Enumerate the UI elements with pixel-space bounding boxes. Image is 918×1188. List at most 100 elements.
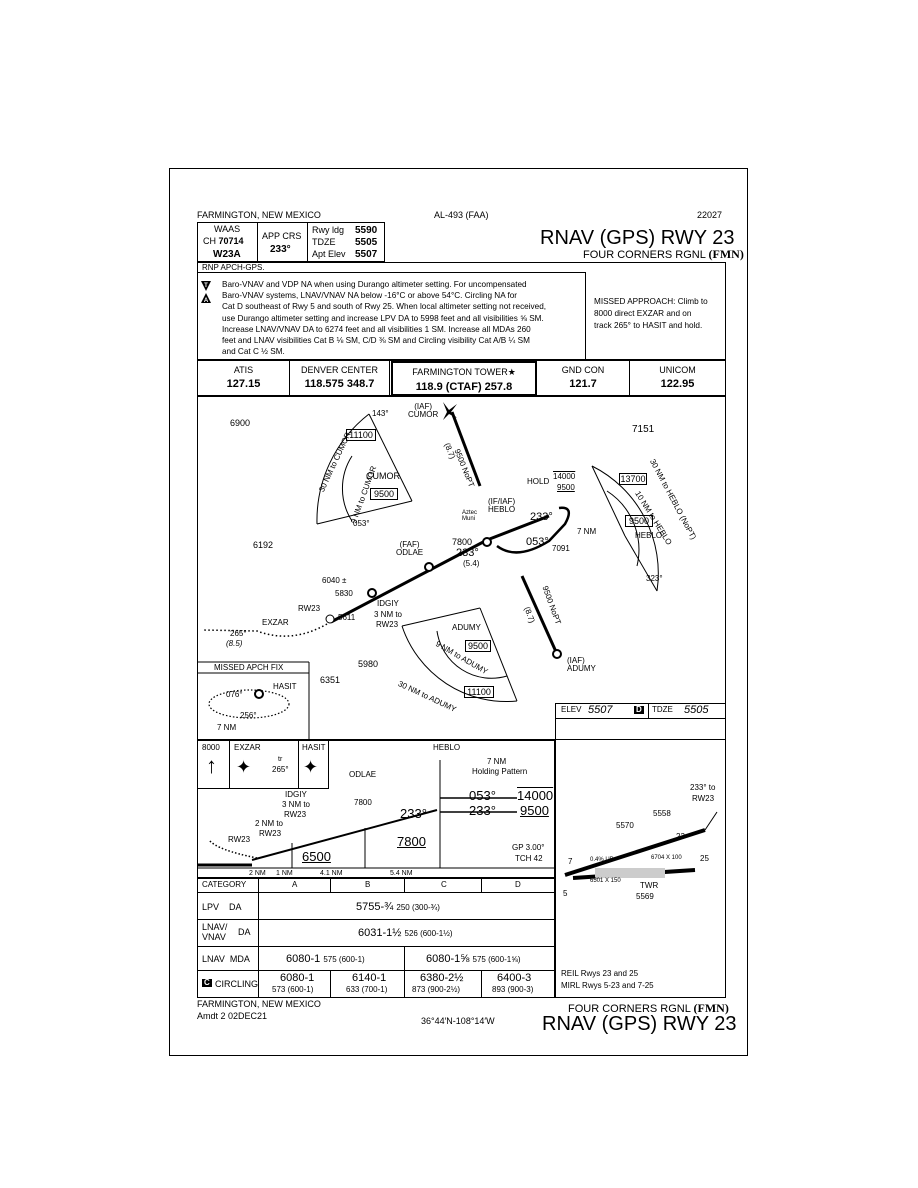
- runway-diagram: [564, 811, 718, 880]
- header-city: FARMINGTON, NEW MEXICO: [197, 210, 321, 220]
- profile-crs-053: 053°: [469, 788, 496, 803]
- profile-hold-1: 7 NM: [487, 757, 507, 766]
- taa-143-label: 143°: [372, 409, 389, 418]
- briefing-strip: [197, 222, 385, 262]
- hold-label: HOLD: [527, 477, 550, 486]
- circ-b-sub: 633 (700-1): [346, 985, 388, 994]
- waas-id: W23A: [213, 249, 241, 260]
- plan-crs-233: 233°: [530, 511, 553, 523]
- ma-line: MISSED APPROACH: Climb to: [594, 297, 708, 306]
- cumor-taa-arc-outer: [316, 413, 370, 525]
- taa-323-label: 323°: [646, 574, 663, 583]
- adumy-area-name: ADUMY: [452, 623, 481, 632]
- lnav-ab-sub: 575 (600-1): [323, 955, 365, 964]
- lnav-vnav-sub: 526 (600-1½): [404, 929, 453, 938]
- adumy-alt-box-2: 11100: [464, 686, 494, 698]
- profile-alt-7800b: 7800: [397, 834, 426, 849]
- odlae-fix-label: (FAF) ODLAE: [396, 540, 424, 557]
- cumor-area-name: CUMOR: [366, 471, 400, 481]
- lnav-ab-value: 6080-1 575 (600-1): [286, 953, 365, 965]
- svg-text:T: T: [204, 283, 208, 289]
- lpv-label: LPV DA: [202, 902, 242, 912]
- circ-c-sub: 873 (900-2½): [412, 985, 461, 994]
- waas-label: WAAS: [214, 224, 241, 234]
- circ-c: 6380-2½: [420, 972, 464, 984]
- waypoint-exzar-icon: [325, 614, 335, 624]
- note-line: use Durango altimeter setting and increa…: [222, 313, 544, 323]
- elev-strip-rule: [555, 718, 726, 719]
- strip-divider: [307, 222, 308, 262]
- rwy-5-label: 5: [563, 889, 568, 898]
- profile-idgiy: IDGIY: [285, 790, 307, 799]
- profile-dist-4: 5.4 NM: [390, 870, 413, 877]
- airport-diagram: [555, 703, 726, 998]
- cumor-taa-arc-inner: [342, 455, 353, 522]
- tdze-label: TDZE: [312, 237, 336, 247]
- missed-fix-title: MISSED APCH FIX: [214, 663, 284, 672]
- c-circle-icon: C: [202, 978, 212, 987]
- circ-d-sub: 893 (900-3): [492, 985, 534, 994]
- note-line: feet and LNAV visibilities Cat B ⅛ SM, C…: [222, 336, 530, 346]
- profile-alt-7800: 7800: [354, 798, 372, 807]
- hasit-label: HASIT: [273, 682, 297, 691]
- apt-elev-label: Apt Elev: [312, 249, 346, 259]
- alt-5830: 5830: [335, 589, 353, 598]
- taa-053-label: 053°: [353, 519, 370, 528]
- note-line: Baro-VNAV systems, LNAV/VNAV NA below -1…: [222, 291, 518, 301]
- lnav-vnav-value: 6031-1½ 526 (600-1½): [358, 927, 453, 939]
- notes-rule: [197, 272, 585, 273]
- waypoint-odlae-icon: [424, 562, 434, 572]
- footer-city: FARMINGTON, NEW MEXICO: [197, 999, 321, 1009]
- rw23-plan: RW23: [298, 604, 321, 613]
- min-col-a: [258, 878, 259, 998]
- obst-5558: 5558: [653, 809, 671, 818]
- apt-elev-value: 5507: [355, 249, 378, 260]
- ma-dist: (8.5): [226, 639, 243, 648]
- alt-7091: 7091: [552, 544, 570, 553]
- alt-6900: 6900: [230, 418, 251, 428]
- profile-dist-3: 4.1 NM: [320, 870, 343, 877]
- lnav-vnav-label-1: LNAV/: [202, 922, 228, 932]
- hold-dist: 7 NM: [577, 527, 597, 536]
- heblo-alt-box-2: 9500: [625, 515, 653, 527]
- footer-airport-id: (FMN): [693, 1001, 729, 1015]
- d-box-icon: D: [634, 705, 644, 714]
- note-line: Increase LNAV/VNAV DA to 6274 feet and a…: [222, 324, 531, 334]
- profile-crs-233: 233°: [469, 803, 496, 818]
- circling-label: CIRCLING: [215, 979, 259, 989]
- note-line: Baro-VNAV and VDP NA when using Durango …: [222, 280, 527, 289]
- circ-a-sub: 573 (600-1): [272, 985, 314, 994]
- lnav-vnav-label-2: VNAV: [202, 932, 226, 942]
- seg-alt: 7800: [452, 537, 473, 547]
- profile-graphics: [197, 760, 555, 869]
- twr-label: TWR: [640, 881, 659, 890]
- profile-crs-233b: 233°: [400, 806, 427, 821]
- icon-265: 265°: [272, 765, 289, 774]
- adumy-taa-arc-inner: [436, 630, 508, 679]
- note-line: Cat D southeast of Rwy 5 and south of Rw…: [222, 302, 547, 312]
- min-col-d: [481, 878, 482, 892]
- min-header-d: D: [515, 880, 521, 889]
- adumy-fix-label: (IAF) ADUMY: [567, 656, 596, 673]
- min-row-rule: [197, 892, 555, 893]
- alt-6192: 6192: [253, 540, 274, 550]
- svg-text:A: A: [204, 298, 209, 304]
- procedure-title: RNAV (GPS) RWY 23: [540, 227, 735, 249]
- twr-elev: 5569: [636, 892, 654, 901]
- elev-value: 5507: [588, 704, 613, 716]
- ch-label: CH 70714: [203, 236, 244, 246]
- hold-alt-top: 14000: [553, 472, 576, 481]
- icon-tr: tr: [278, 756, 283, 763]
- profile-rw23: RW23: [228, 835, 251, 844]
- icon-8000: 8000: [202, 743, 220, 752]
- profile-idgiy-3: RW23: [284, 810, 307, 819]
- ma-crs-265: 265°: [230, 629, 247, 638]
- profile-gp: GP 3.00°: [512, 843, 545, 852]
- profile-alt-6500: 6500: [302, 849, 331, 864]
- strip-divider: [257, 222, 258, 262]
- mirl-note: MIRL Rwys 5-23 and 7-25: [561, 981, 654, 990]
- profile-view: [197, 740, 555, 878]
- lnav-vnav-da: DA: [238, 927, 251, 937]
